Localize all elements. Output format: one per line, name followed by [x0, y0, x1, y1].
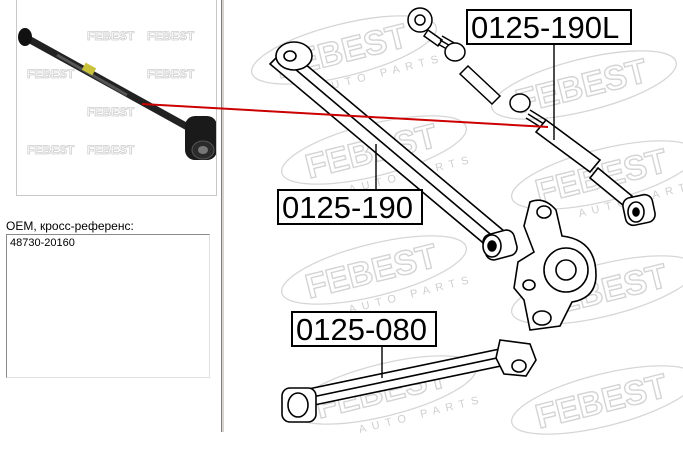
part-number-0125-190L[interactable]: 0125-190L	[471, 10, 619, 45]
oem-label: OEM, кросс-референс:	[6, 219, 134, 233]
diagram-watermark-8: FEBEST	[532, 367, 672, 436]
part-label-0125-080[interactable]: 0125-080	[291, 311, 437, 347]
thumbnail-watermark-2: FEBEST	[147, 29, 195, 43]
oem-list-box[interactable]: 48730-20160	[6, 234, 210, 378]
parts-diagram: FEBEST AUTO PARTS FEBEST FEBEST AUTO PAR…	[224, 0, 683, 465]
thumbnail-arm	[18, 28, 216, 160]
left-panel: FEBEST FEBEST FEBEST FEBEST FEBEST FEBES…	[0, 0, 222, 465]
thumbnail-watermark-4: FEBEST	[147, 67, 195, 81]
oem-number[interactable]: 48730-20160	[10, 237, 75, 249]
rear-arm-right-assembly	[534, 118, 656, 227]
thumbnail-watermark-1: FEBEST	[87, 29, 135, 43]
lower-arm	[281, 339, 537, 423]
exploded-view-diagram: FEBEST AUTO PARTS FEBEST FEBEST AUTO PAR…	[250, 7, 683, 437]
part-number-0125-080[interactable]: 0125-080	[296, 312, 427, 347]
thumbnail-watermark-7: FEBEST	[87, 143, 135, 157]
thumbnail-watermark-3: FEBEST	[27, 67, 75, 81]
product-thumbnail[interactable]: FEBEST FEBEST FEBEST FEBEST FEBEST FEBES…	[16, 0, 217, 196]
thumbnail-watermark-5: FEBEST	[87, 105, 135, 119]
part-label-0125-190L[interactable]: 0125-190L	[466, 9, 632, 45]
thumbnail-image: FEBEST FEBEST FEBEST FEBEST FEBEST FEBES…	[18, 28, 216, 160]
thumbnail-watermarks: FEBEST FEBEST FEBEST FEBEST FEBEST FEBES…	[27, 29, 196, 158]
part-number-0125-190[interactable]: 0125-190	[282, 190, 413, 225]
thumbnail-watermark-6: FEBEST	[27, 143, 75, 157]
knuckle	[513, 199, 597, 331]
part-label-0125-190[interactable]: 0125-190	[277, 189, 423, 225]
panel-divider[interactable]	[221, 0, 224, 432]
rear-arm-assembly	[268, 41, 518, 261]
